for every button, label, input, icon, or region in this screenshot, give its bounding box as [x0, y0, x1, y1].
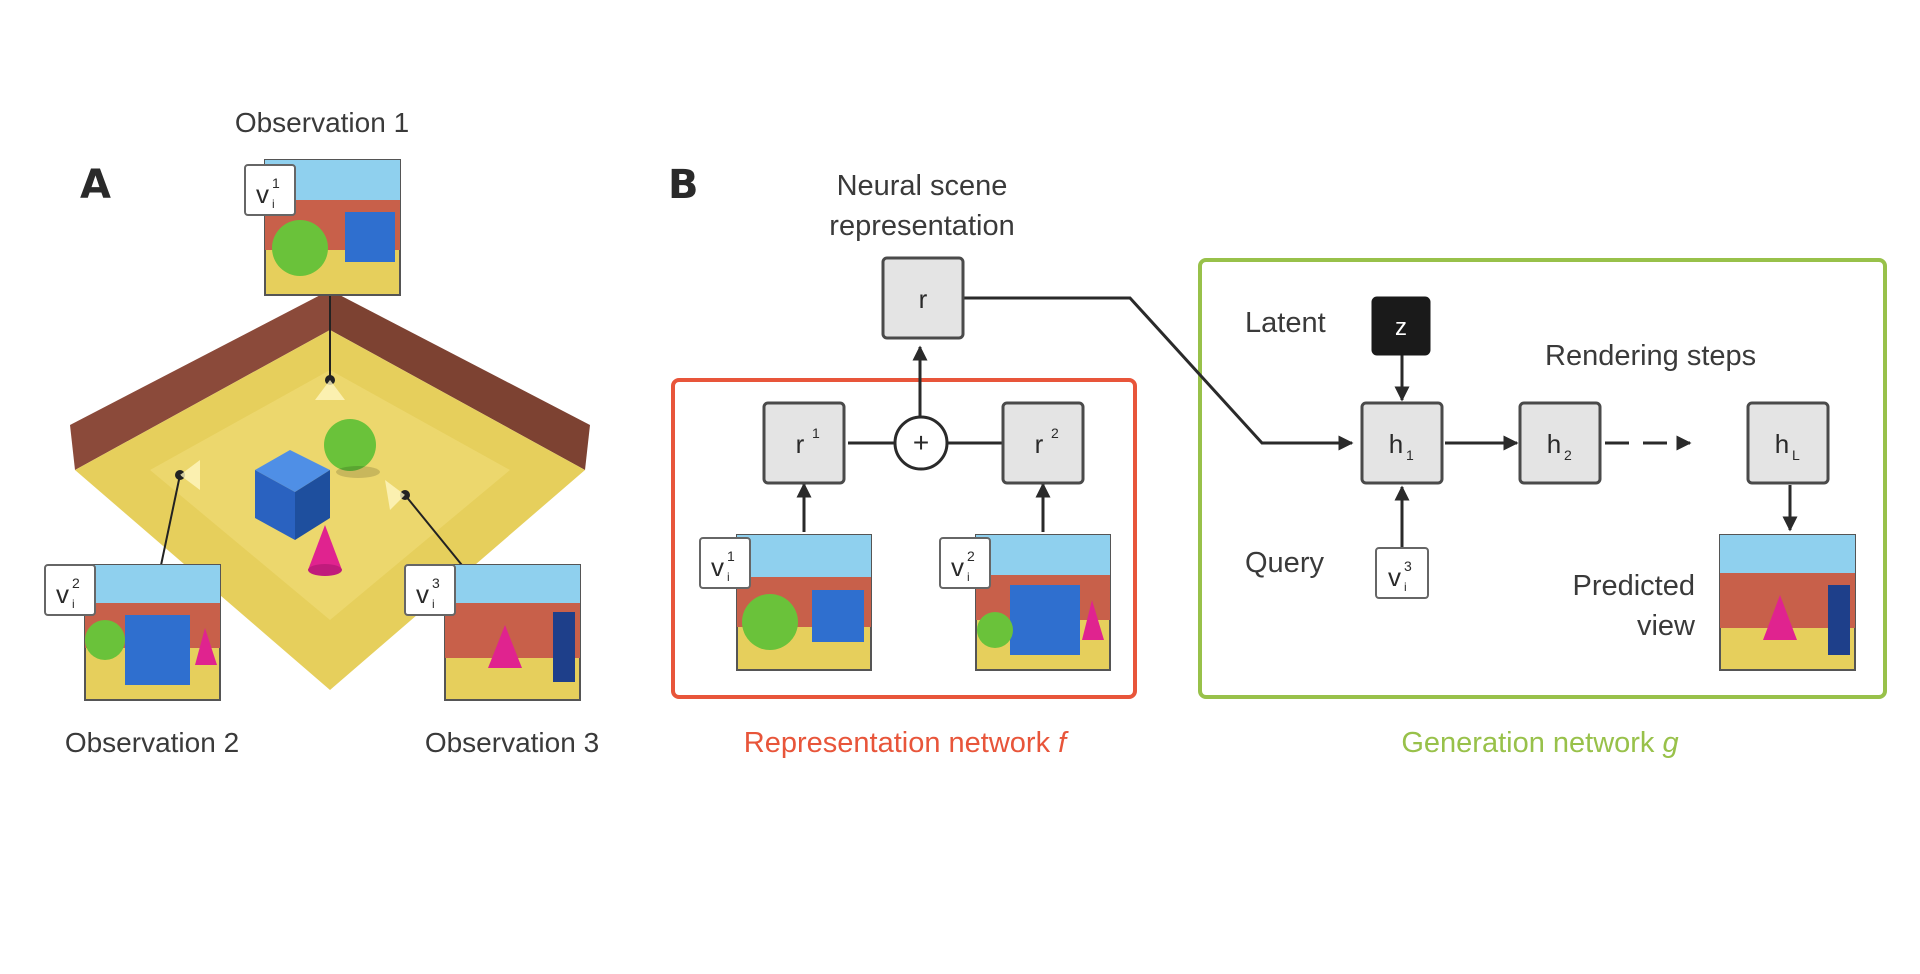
- query-view-tag-v3: v 3 i: [1375, 547, 1429, 599]
- svg-text:h: h: [1547, 429, 1561, 459]
- svg-text:i: i: [272, 197, 275, 211]
- observation-3-label: Observation 3: [425, 727, 599, 758]
- node-r2: r 2: [1001, 401, 1085, 485]
- node-z: z: [1371, 296, 1431, 356]
- svg-text:r: r: [919, 284, 928, 314]
- svg-text:L: L: [1792, 447, 1800, 463]
- svg-text:v: v: [256, 179, 269, 209]
- svg-text:v: v: [711, 552, 724, 582]
- node-hL: h L: [1746, 401, 1830, 485]
- predicted-view-label-line1: Predicted: [1572, 570, 1695, 602]
- rep-input-thumbnail-2: [975, 534, 1111, 671]
- sum-node: +: [893, 415, 949, 471]
- svg-text:i: i: [967, 570, 970, 584]
- predicted-view-label-line2: view: [1637, 610, 1696, 642]
- rep-view-tag-v1: v 1 i: [699, 537, 751, 589]
- node-r1: r 1: [762, 401, 846, 485]
- view-tag-v1: v 1 i: [244, 164, 296, 216]
- svg-text:h: h: [1775, 429, 1789, 459]
- svg-text:r: r: [1035, 429, 1044, 459]
- latent-label: Latent: [1245, 307, 1326, 339]
- cube-shape: [255, 450, 330, 540]
- rep-input-thumbnail-1: [736, 534, 872, 671]
- svg-text:h: h: [1389, 429, 1403, 459]
- svg-text:1: 1: [727, 548, 735, 564]
- node-h1: h 1: [1360, 401, 1444, 485]
- sphere-shape: [324, 419, 376, 471]
- generation-network-box: [1198, 258, 1887, 699]
- svg-text:z: z: [1395, 314, 1407, 341]
- rendering-steps-label: Rendering steps: [1545, 340, 1756, 372]
- node-h2: h 2: [1518, 401, 1602, 485]
- view-tag-v3: v 3 i: [404, 564, 456, 616]
- representation-network-box: [671, 378, 1137, 699]
- panel-b-label: B: [668, 162, 699, 208]
- generation-network-label: Generation network g: [1401, 727, 1678, 759]
- neural-scene-label-line1: Neural scene: [837, 170, 1008, 202]
- predicted-view-thumbnail: [1719, 534, 1856, 671]
- svg-text:3: 3: [1404, 558, 1412, 574]
- node-r: r: [881, 256, 965, 340]
- svg-text:1: 1: [812, 425, 820, 441]
- cone-shape: [308, 525, 342, 570]
- svg-text:v: v: [416, 579, 429, 609]
- observation-1-label: Observation 1: [235, 107, 409, 138]
- svg-text:v: v: [951, 552, 964, 582]
- svg-text:v: v: [1388, 562, 1401, 592]
- representation-network-label: Representation network f: [744, 727, 1069, 759]
- svg-text:v: v: [56, 579, 69, 609]
- svg-text:+: +: [913, 427, 929, 458]
- svg-text:2: 2: [1564, 447, 1572, 463]
- observation-2-thumbnail: [84, 564, 221, 701]
- rep-view-tag-v2: v 2 i: [939, 537, 991, 589]
- svg-text:2: 2: [1051, 425, 1059, 441]
- svg-text:i: i: [727, 570, 730, 584]
- neural-scene-label-line2: representation: [829, 210, 1014, 242]
- observation-2-label: Observation 2: [65, 727, 239, 758]
- svg-text:r: r: [796, 429, 805, 459]
- scene-3d-room: [70, 290, 590, 690]
- svg-text:1: 1: [272, 175, 280, 191]
- query-label: Query: [1245, 547, 1324, 579]
- svg-text:i: i: [1404, 580, 1407, 594]
- svg-text:1: 1: [1406, 447, 1414, 463]
- svg-text:i: i: [432, 597, 435, 611]
- panel-a-label: A: [80, 162, 111, 208]
- svg-text:2: 2: [967, 548, 975, 564]
- observation-3-thumbnail: [444, 564, 581, 701]
- svg-text:i: i: [72, 597, 75, 611]
- svg-text:3: 3: [432, 575, 440, 591]
- svg-text:2: 2: [72, 575, 80, 591]
- view-tag-v2: v 2 i: [44, 564, 96, 616]
